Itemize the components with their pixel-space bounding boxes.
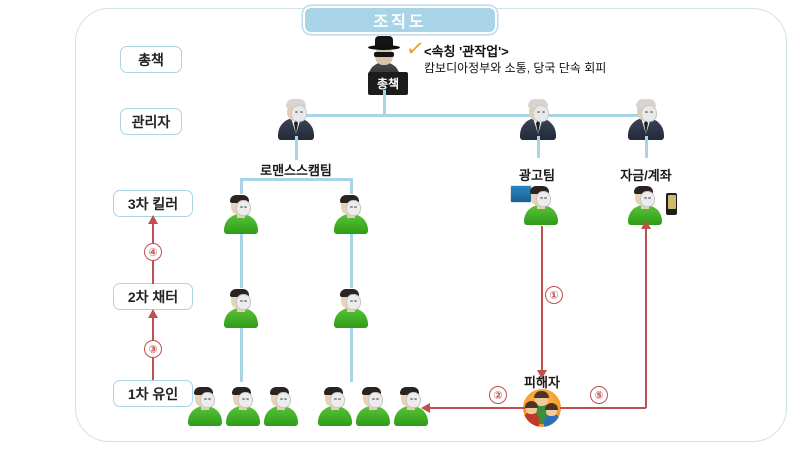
connector-manager-left-down [295, 136, 298, 160]
team-label-funds: 자금/계좌 [620, 168, 672, 183]
flow-arrow-4 [148, 215, 158, 224]
avatar-ad-team [510, 183, 560, 225]
avatar-killer-right [332, 192, 370, 234]
flow-line-2 [430, 407, 525, 409]
flow-line-5-vertical [645, 228, 647, 408]
avatar-chatter-right [332, 286, 370, 328]
avatar-lure-5 [354, 384, 392, 426]
connector-boss-down [383, 90, 386, 116]
avatar-manager-right [625, 94, 667, 140]
connector-manager-center-down [537, 136, 540, 158]
connector-romance-right-drop [350, 178, 353, 194]
monitor-icon [510, 185, 532, 203]
avatar-funds-account [626, 183, 677, 225]
step-marker-5: ⑤ [590, 386, 608, 404]
team-label-romance-scam: 로맨스스캠팀 [260, 163, 332, 178]
flow-line-5-horizontal [560, 407, 646, 409]
row-label-gwanrija: 관리자 [120, 108, 182, 135]
boss-badge: 총책 [368, 72, 409, 95]
team-label-ad: 광고팀 [519, 168, 555, 183]
connector-chatter-left-down [240, 328, 243, 382]
avatar-lure-6 [392, 384, 430, 426]
row-label-chongchaek: 총책 [120, 46, 182, 73]
avatar-chatter-left [222, 286, 260, 328]
boss-annotation-detail: 캄보디아정부와 소통, 당국 단속 회피 [424, 61, 607, 75]
connector-manager-right-down [645, 136, 648, 158]
connector-killer-left-down [240, 234, 243, 288]
avatar-lure-3 [262, 384, 300, 426]
avatar-victim [523, 389, 561, 427]
step-marker-4: ④ [144, 243, 162, 261]
step-marker-2: ② [489, 386, 507, 404]
flow-arrow-5 [641, 220, 651, 229]
row-label-chatter-2: 2차 채터 [113, 283, 193, 310]
flow-arrow-3 [148, 309, 158, 318]
avatar-lure-1 [186, 384, 224, 426]
row-label-lure-1: 1차 유인 [113, 380, 193, 407]
check-icon: ✓ [404, 34, 427, 63]
connector-manager-bus [300, 114, 645, 117]
connector-killer-right-down [350, 234, 353, 288]
phone-icon [666, 193, 677, 215]
boss-annotation-title: <속칭 '관작업'> [424, 44, 509, 59]
step-marker-3: ③ [144, 340, 162, 358]
connector-romance-bus [240, 178, 352, 181]
victim-label: 피해자 [524, 375, 560, 390]
connector-chatter-right-down [350, 328, 353, 382]
page-title: 조직도 [303, 6, 497, 34]
step-marker-1: ① [545, 286, 563, 304]
avatar-lure-4 [316, 384, 354, 426]
row-label-killer-3: 3차 킬러 [113, 190, 193, 217]
avatar-lure-2 [224, 384, 262, 426]
flow-arrow-2 [421, 403, 430, 413]
avatar-manager-center [517, 94, 559, 140]
avatar-manager-left [275, 94, 317, 140]
flow-line-1 [541, 226, 543, 372]
avatar-killer-left [222, 192, 260, 234]
connector-romance-left-drop [240, 178, 243, 194]
flow-arrow-1 [537, 370, 547, 379]
